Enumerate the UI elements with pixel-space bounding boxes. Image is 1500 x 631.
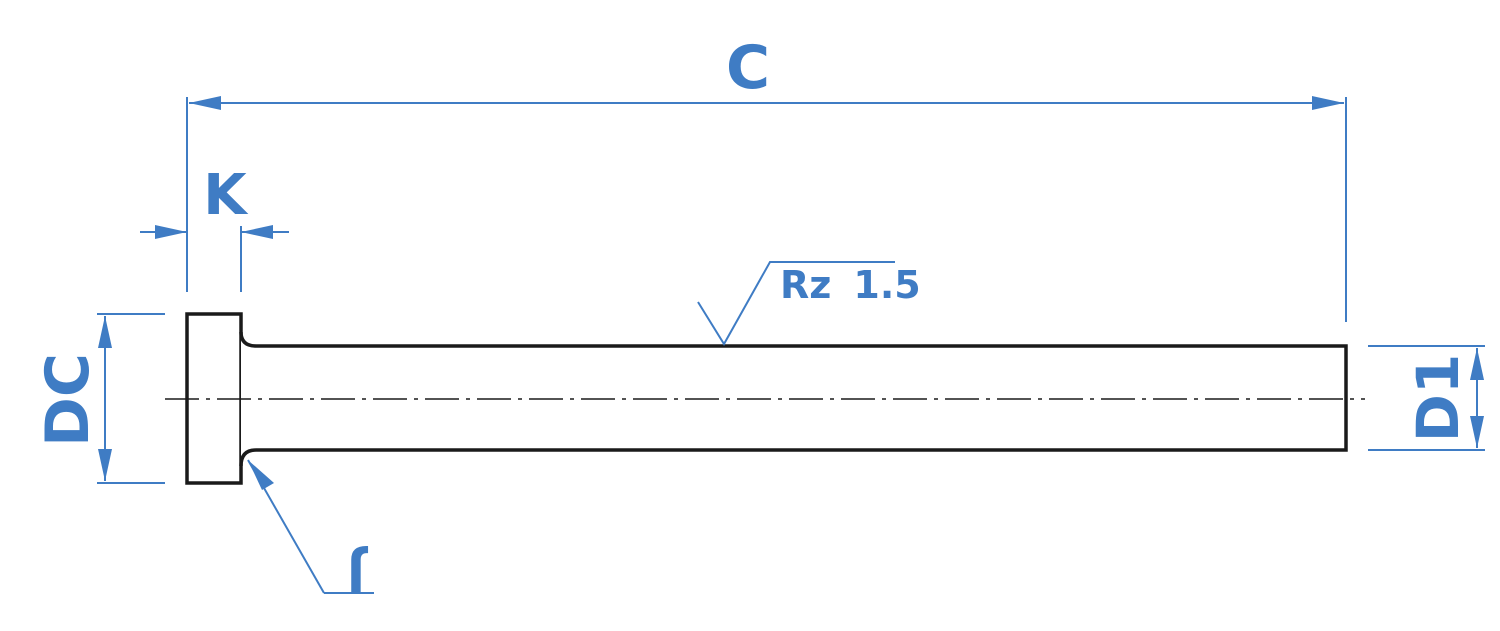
arrow-left <box>189 96 221 110</box>
arrow-j <box>248 460 274 490</box>
arrow-k-left <box>155 225 187 239</box>
arrow-dc-bottom <box>98 449 112 481</box>
fillet-leader: J <box>247 459 374 602</box>
dimension-dc: DC <box>33 313 165 484</box>
label-k: K <box>203 163 249 228</box>
dimension-c: C <box>186 33 1347 322</box>
label-dc: DC <box>33 353 103 447</box>
label-c: C <box>726 33 770 103</box>
label-d1: D1 <box>1404 354 1472 443</box>
arrow-d1-top <box>1470 348 1484 380</box>
label-j: J <box>347 544 369 602</box>
dimension-k: K <box>140 163 289 292</box>
dimension-d1: D1 <box>1368 345 1485 451</box>
roughness-check-mark <box>697 261 895 346</box>
arrow-right <box>1312 96 1344 110</box>
arrow-d1-bottom <box>1470 416 1484 448</box>
ejector-pin-outline <box>165 312 1365 485</box>
arrow-dc-top <box>98 316 112 348</box>
arrow-k-right <box>241 225 273 239</box>
